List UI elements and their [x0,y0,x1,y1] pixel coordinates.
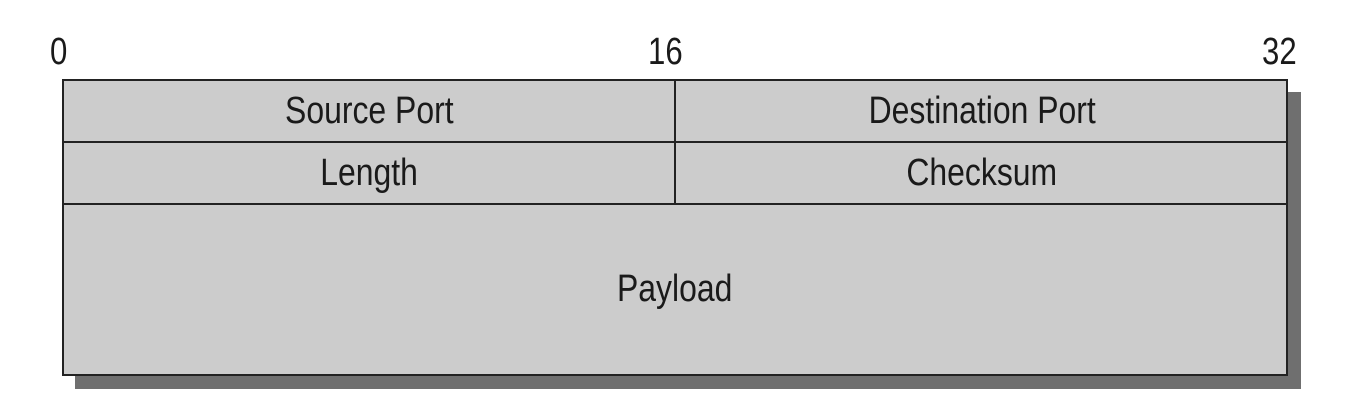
source-port-label: Source Port [284,89,454,132]
checksum-field: Checksum [676,143,1288,205]
length-label: Length [320,151,418,194]
length-field: Length [64,143,676,205]
bit-label-16: 16 [648,31,683,73]
payload-field: Payload [64,205,1286,374]
packet-frame: Source Port Destination Port Length Chec… [62,79,1288,376]
payload-label: Payload [617,268,733,310]
destination-port-label: Destination Port [868,89,1096,132]
checksum-label: Checksum [906,151,1058,194]
bit-label-32: 32 [1262,31,1297,73]
destination-port-field: Destination Port [676,81,1288,143]
bit-label-0: 0 [50,31,68,73]
source-port-field: Source Port [64,81,676,143]
